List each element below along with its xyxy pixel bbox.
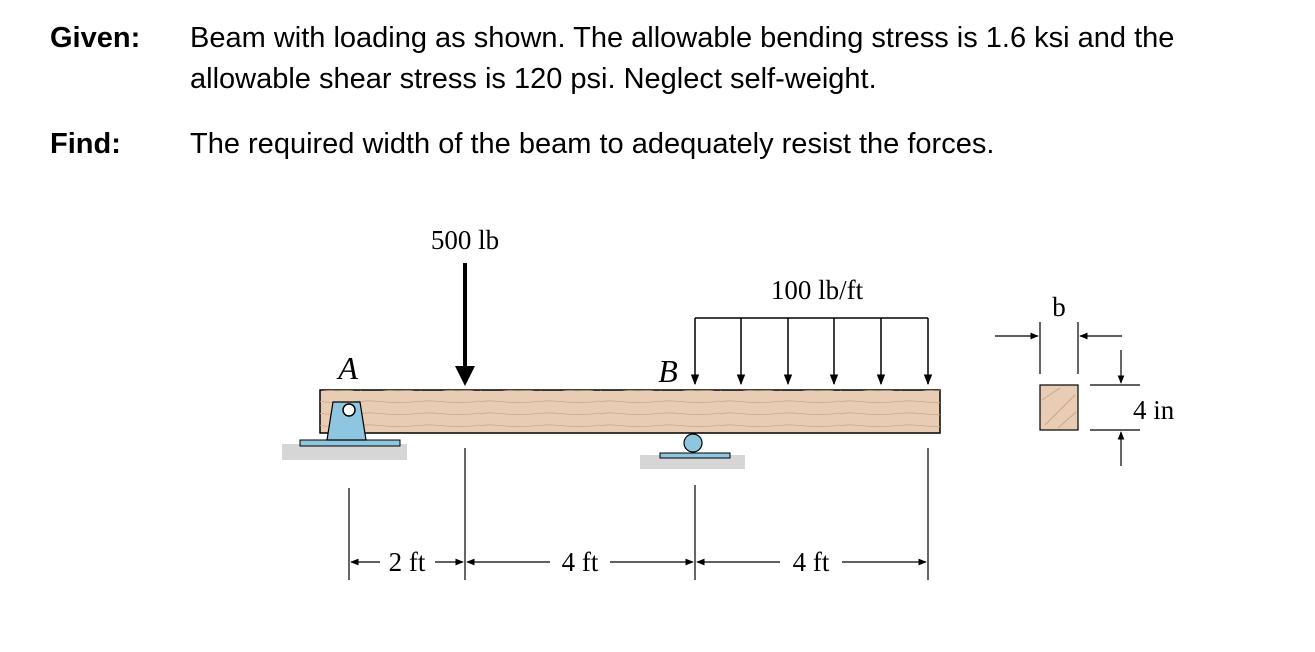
beam-cross-section	[995, 322, 1140, 466]
dimension-4ft-right: 4 ft	[793, 547, 830, 577]
support-b-label: B	[658, 353, 678, 389]
dimension-extension-lines	[348, 448, 929, 580]
given-text-line-1: Beam with loading as shown. The allowabl…	[190, 22, 1175, 54]
beam	[319, 389, 941, 434]
distributed-load-label: 100 lb/ft	[771, 275, 864, 305]
find-text: The required width of the beam to adequa…	[190, 128, 995, 160]
section-height-label: 4 in	[1133, 395, 1175, 425]
ground-a	[282, 444, 407, 460]
distributed-load	[690, 317, 933, 386]
section-width-label: b	[1052, 292, 1066, 322]
given-label: Given:	[50, 22, 141, 54]
given-text-line-2: allowable shear stress is 120 psi. Negle…	[190, 63, 877, 95]
pin-support-a	[299, 401, 401, 447]
dimension-2ft: 2 ft	[389, 547, 426, 577]
roller-support-b	[659, 433, 731, 459]
point-load-label: 500 lb	[431, 225, 499, 255]
dimension-4ft-left: 4 ft	[562, 547, 599, 577]
support-a-label: A	[336, 350, 358, 386]
find-label: Find:	[50, 128, 121, 160]
